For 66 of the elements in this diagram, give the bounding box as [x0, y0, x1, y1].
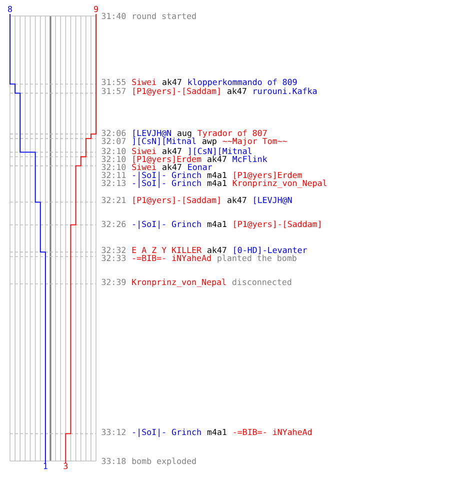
log-text: ak47	[227, 196, 246, 204]
log-text: disconnected	[232, 278, 292, 286]
log-text: ak47	[227, 88, 246, 94]
log-text: ][CsN][Mitnal	[132, 138, 196, 146]
log-text: Kronprinz_von_Nepal	[132, 278, 226, 287]
log-text: 32:06	[102, 130, 126, 136]
log-text: ][CsN][Mitnal	[188, 148, 252, 156]
log-text: E A Z Y KILLER	[132, 246, 202, 253]
log-text: 32:07	[102, 138, 126, 144]
log-text: ak47	[162, 148, 182, 154]
log-text: -|SoI|- Grinch	[133, 428, 201, 437]
log-text: 33:12	[102, 428, 126, 436]
log-text: 32:21	[102, 196, 126, 204]
count-label: 3	[64, 462, 68, 470]
log-text: Kronprinz_von_Nepal	[232, 180, 326, 188]
log-text: Siwei	[132, 78, 156, 86]
log-text: awp	[202, 139, 216, 146]
log-text: ak47	[207, 156, 226, 162]
log-text: 32:10	[102, 164, 126, 170]
log-text: 32:39	[102, 278, 126, 286]
count-label: 9	[94, 6, 98, 12]
log-text: Tyrador of 807	[198, 130, 267, 138]
log-text: [P1@yers]Erdem	[133, 156, 202, 164]
log-text: 32:10	[102, 148, 126, 154]
log-text: [P1@yers]-[Saddam]	[234, 220, 320, 229]
log-text: 31:55	[102, 78, 126, 86]
log-text: klopperkommando of 809	[188, 78, 297, 87]
count-label: 1	[44, 462, 48, 470]
log-text: [P1@yers]-[Saddam]	[133, 88, 220, 96]
log-text: [P1@yers]-[Saddam]	[133, 196, 220, 205]
log-text: ak47	[207, 246, 226, 254]
log-text: aug	[178, 131, 192, 138]
log-text: 32:33	[102, 254, 126, 262]
log-text: ak47	[162, 164, 182, 170]
log-text: m4a1	[207, 180, 226, 186]
log-text: bomb exploded	[132, 458, 196, 466]
log-text: -|SoI|- Grinch	[133, 172, 201, 180]
log-text: -=BIB=- iNYaheAd	[133, 254, 211, 262]
log-text: -=BIB=- iNYaheAd	[234, 428, 312, 436]
log-text: McFlink	[232, 156, 268, 162]
log-text: 32:32	[102, 246, 126, 254]
log-text: ~~Major Tom~~	[222, 138, 287, 146]
log-text: [P1@yers]Erdem	[234, 172, 302, 180]
log-text: 32:26	[102, 220, 126, 228]
log-text: 33:18	[102, 458, 126, 464]
log-text: m4a1	[207, 220, 226, 228]
log-text: 32:13	[102, 180, 126, 186]
log-text: [LEVJH@N	[254, 196, 292, 204]
log-text: planted the bomb	[218, 254, 296, 263]
log-text: 31:40	[102, 12, 126, 20]
log-text: -|SoI|- Grinch	[133, 180, 201, 188]
log-text: rurouni.Kafka	[254, 88, 317, 94]
log-text: m4a1	[207, 172, 226, 178]
log-text: round started	[133, 12, 196, 20]
log-text: Eonar	[188, 164, 212, 170]
log-text: 32:11	[102, 172, 126, 178]
log-text: 31:57	[102, 88, 126, 94]
log-text: Siwei	[132, 148, 156, 154]
log-text: Siwei	[132, 164, 156, 170]
log-text: -|SoI|- Grinch	[133, 220, 201, 229]
count-label: 8	[8, 6, 12, 12]
log-text: 32:10	[102, 156, 126, 162]
log-text: ak47	[162, 78, 182, 86]
log-text: [LEVJH@N	[133, 130, 171, 138]
log-text: [0-HD]-Levanter	[234, 246, 307, 254]
log-text: m4a1	[207, 428, 226, 436]
